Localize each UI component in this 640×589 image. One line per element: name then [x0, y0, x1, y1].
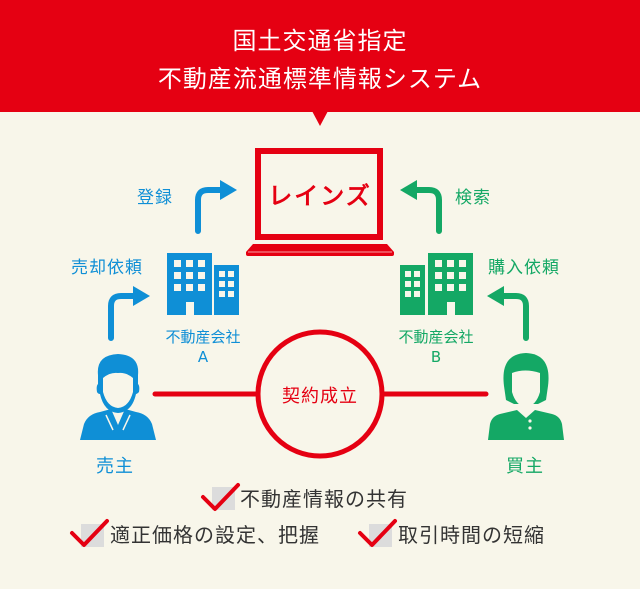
buy-request-label: 購入依頼	[488, 258, 560, 278]
checkbox-checked-icon	[70, 519, 109, 547]
checkbox-checked-icon	[358, 519, 397, 547]
building-a-icon	[167, 253, 239, 315]
benefit-item-info-sharing: 不動産情報の共有	[240, 487, 408, 511]
title-line-2: 不動産流通標準情報システム	[157, 65, 483, 93]
company-b-label: 不動産会社 B	[381, 327, 491, 367]
company-b-letter: B	[430, 348, 442, 366]
banner-pointer	[312, 111, 328, 126]
header-banner	[0, 0, 640, 112]
company-a-label: 不動産会社 A	[148, 327, 258, 367]
contract-label: 契約成立	[282, 386, 358, 407]
title-line-1: 国土交通省指定	[232, 27, 408, 55]
company-a-letter: A	[197, 348, 209, 366]
arrow-buy-request-icon	[487, 286, 529, 341]
sell-request-label: 売却依頼	[71, 258, 143, 278]
buyer-label: 買主	[506, 456, 544, 477]
company-b-name: 不動産会社	[398, 328, 474, 346]
laptop-icon	[246, 148, 394, 256]
buyer-person-icon	[488, 353, 564, 440]
seller-label: 売主	[96, 456, 134, 477]
checkbox-checked-icon	[201, 483, 240, 511]
seller-person-icon	[80, 354, 156, 440]
benefit-item-time-saving: 取引時間の短縮	[398, 523, 545, 547]
benefit-item-pricing: 適正価格の設定、把握	[110, 523, 320, 547]
building-b-icon	[400, 253, 473, 315]
search-label: 検索	[455, 188, 491, 208]
arrow-search-icon	[400, 180, 442, 234]
register-label: 登録	[137, 188, 173, 208]
arrow-register-icon	[195, 180, 237, 234]
company-a-name: 不動産会社	[165, 328, 241, 346]
arrow-sell-request-icon	[108, 286, 150, 341]
contract-circle	[255, 329, 385, 459]
reins-system-label: レインズ	[268, 182, 372, 210]
